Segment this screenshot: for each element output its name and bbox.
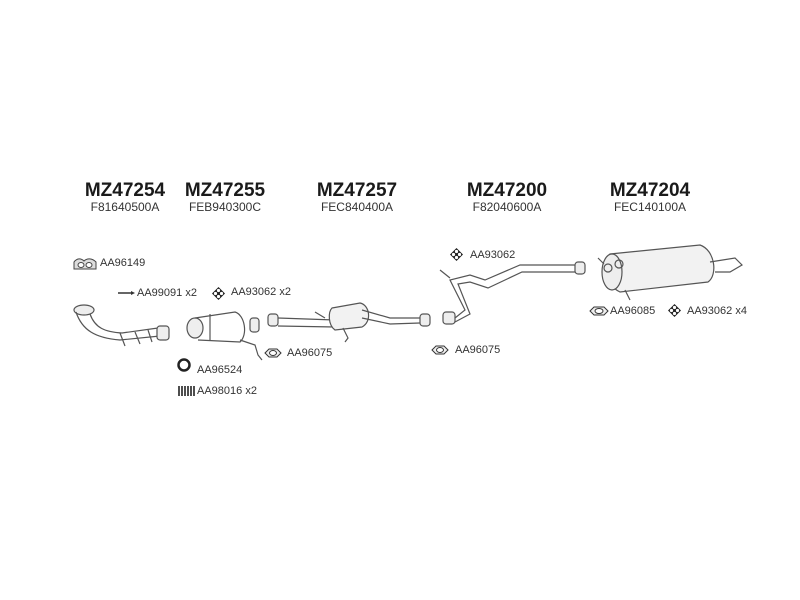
part-aa96524[interactable]: AA96524 [177, 358, 242, 376]
part-label: AA96149 [100, 257, 146, 269]
part-aa98016[interactable]: AA98016 x2 [177, 385, 257, 397]
assembly-code: MZ47255 [184, 180, 266, 201]
bolt-icon [118, 291, 135, 295]
part-aa93062[interactable]: AA93062 [449, 247, 516, 261]
part-label: AA93062 [470, 249, 516, 261]
gasket-ring-icon [264, 348, 282, 358]
assembly-code: MZ47200 [466, 180, 548, 201]
assembly-mz47257[interactable]: MZ47257 FEC840400A [297, 181, 417, 214]
centre-silencer[interactable] [267, 302, 431, 343]
part-label: AA93062 x4 [687, 305, 747, 317]
rubber-mount-icon [212, 287, 225, 300]
gasket-ring-icon [589, 306, 609, 316]
part-label: AA98016 x2 [197, 385, 257, 397]
part-label: AA99091 x2 [137, 287, 197, 299]
part-label: AA96075 [455, 344, 501, 356]
spring-icon [178, 386, 195, 396]
gasket-icon [73, 258, 97, 270]
assembly-ref: F81640500A [90, 200, 160, 214]
part-aa93062-x4[interactable]: AA93062 x4 [667, 303, 747, 317]
part-aa96085[interactable]: AA96085 [589, 305, 655, 317]
part-aa96149[interactable]: AA96149 [72, 257, 146, 270]
assembly-ref: FEC840400A [320, 200, 394, 214]
part-aa96075[interactable]: AA96075 [264, 347, 332, 359]
intermediate-pipe[interactable] [439, 261, 586, 325]
part-aa96075-2[interactable]: AA96075 [431, 344, 500, 356]
assembly-ref: F82040600A [472, 200, 542, 214]
assembly-mz47254[interactable]: MZ47254 F81640500A [65, 181, 185, 214]
rubber-mount-icon [668, 304, 681, 317]
part-aa93062-x2[interactable]: AA93062 x2 [211, 286, 291, 300]
ring-icon [177, 358, 191, 372]
gasket-ring-icon [431, 345, 449, 355]
assembly-mz47200[interactable]: MZ47200 F82040600A [447, 181, 567, 214]
front-pipe[interactable] [73, 304, 170, 347]
rubber-mount-icon [450, 248, 463, 261]
catalytic-converter[interactable] [186, 311, 263, 361]
assembly-ref: FEB940300C [188, 200, 262, 214]
assembly-code: MZ47204 [609, 180, 691, 201]
part-label: AA96524 [197, 364, 243, 376]
part-label: AA93062 x2 [231, 286, 291, 298]
assembly-mz47204[interactable]: MZ47204 FEC140100A [590, 181, 710, 214]
assembly-code: MZ47254 [84, 180, 166, 201]
assembly-ref: FEC140100A [613, 200, 687, 214]
part-aa99091[interactable]: AA99091 x2 [118, 287, 197, 299]
part-label: AA96085 [610, 305, 656, 317]
part-label: AA96075 [287, 347, 333, 359]
rear-silencer[interactable] [597, 244, 743, 301]
assembly-mz47255[interactable]: MZ47255 FEB940300C [165, 181, 285, 214]
assembly-code: MZ47257 [316, 180, 398, 201]
